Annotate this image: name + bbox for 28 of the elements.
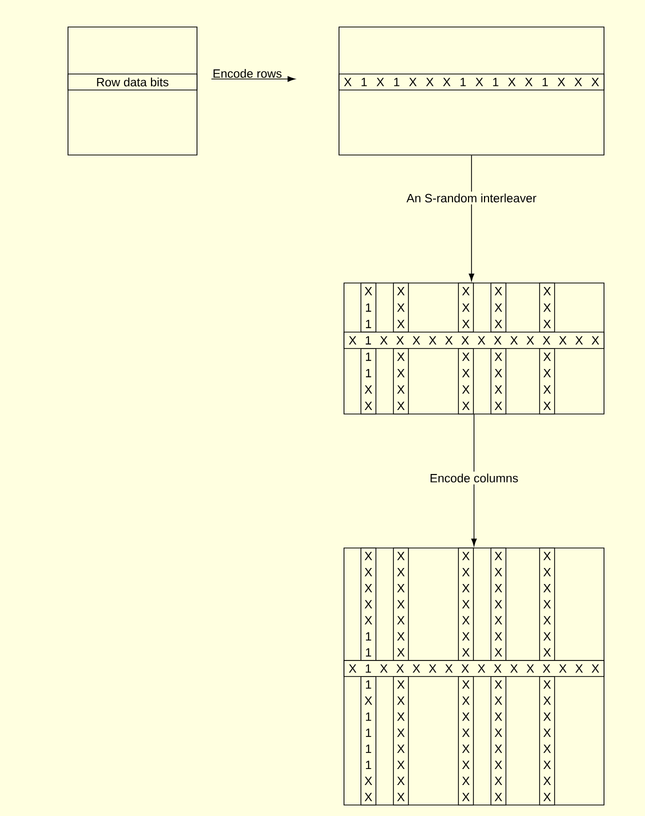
column-band: X X X xyxy=(458,282,474,333)
column-band: X X X X X X X X xyxy=(490,676,506,806)
row-band: Row data bits xyxy=(68,74,198,90)
edge-label: Encode rows xyxy=(214,69,282,78)
column-band: X X X X X X X xyxy=(392,548,409,661)
column-band: X 1 1 xyxy=(360,282,376,333)
column-band: X X X X X X X X xyxy=(458,676,474,806)
arrow xyxy=(468,155,474,282)
column-band: 1 X 1 1 1 1 X X xyxy=(360,676,376,806)
column-band: X X X X X X X xyxy=(458,548,474,661)
column-band: X X X X xyxy=(490,348,506,414)
column-band: X X X X X X X X xyxy=(392,676,409,806)
edge-label: An S-random interleaver xyxy=(406,194,536,202)
column-band: 1 1 X X xyxy=(360,348,376,414)
column-band: X X X xyxy=(539,282,556,333)
column-band: X X X X xyxy=(539,348,556,414)
column-band: X X X X X 1 1 xyxy=(360,548,376,661)
column-band: X X X X X X X X xyxy=(539,676,556,806)
column-band: X X X X xyxy=(458,348,474,414)
arrow xyxy=(211,76,296,82)
column-band: X X X X X X X xyxy=(539,548,556,661)
row-band: X 1 X 1 X X X 1 X 1 X X 1 X X X xyxy=(338,74,604,90)
column-band: X X X X X X X xyxy=(490,548,506,661)
arrow xyxy=(471,414,477,546)
column-band: X X X X xyxy=(392,348,409,414)
edge-label: Encode columns xyxy=(430,474,518,482)
column-band: X X X xyxy=(392,282,409,333)
column-band: X X X xyxy=(490,282,506,333)
